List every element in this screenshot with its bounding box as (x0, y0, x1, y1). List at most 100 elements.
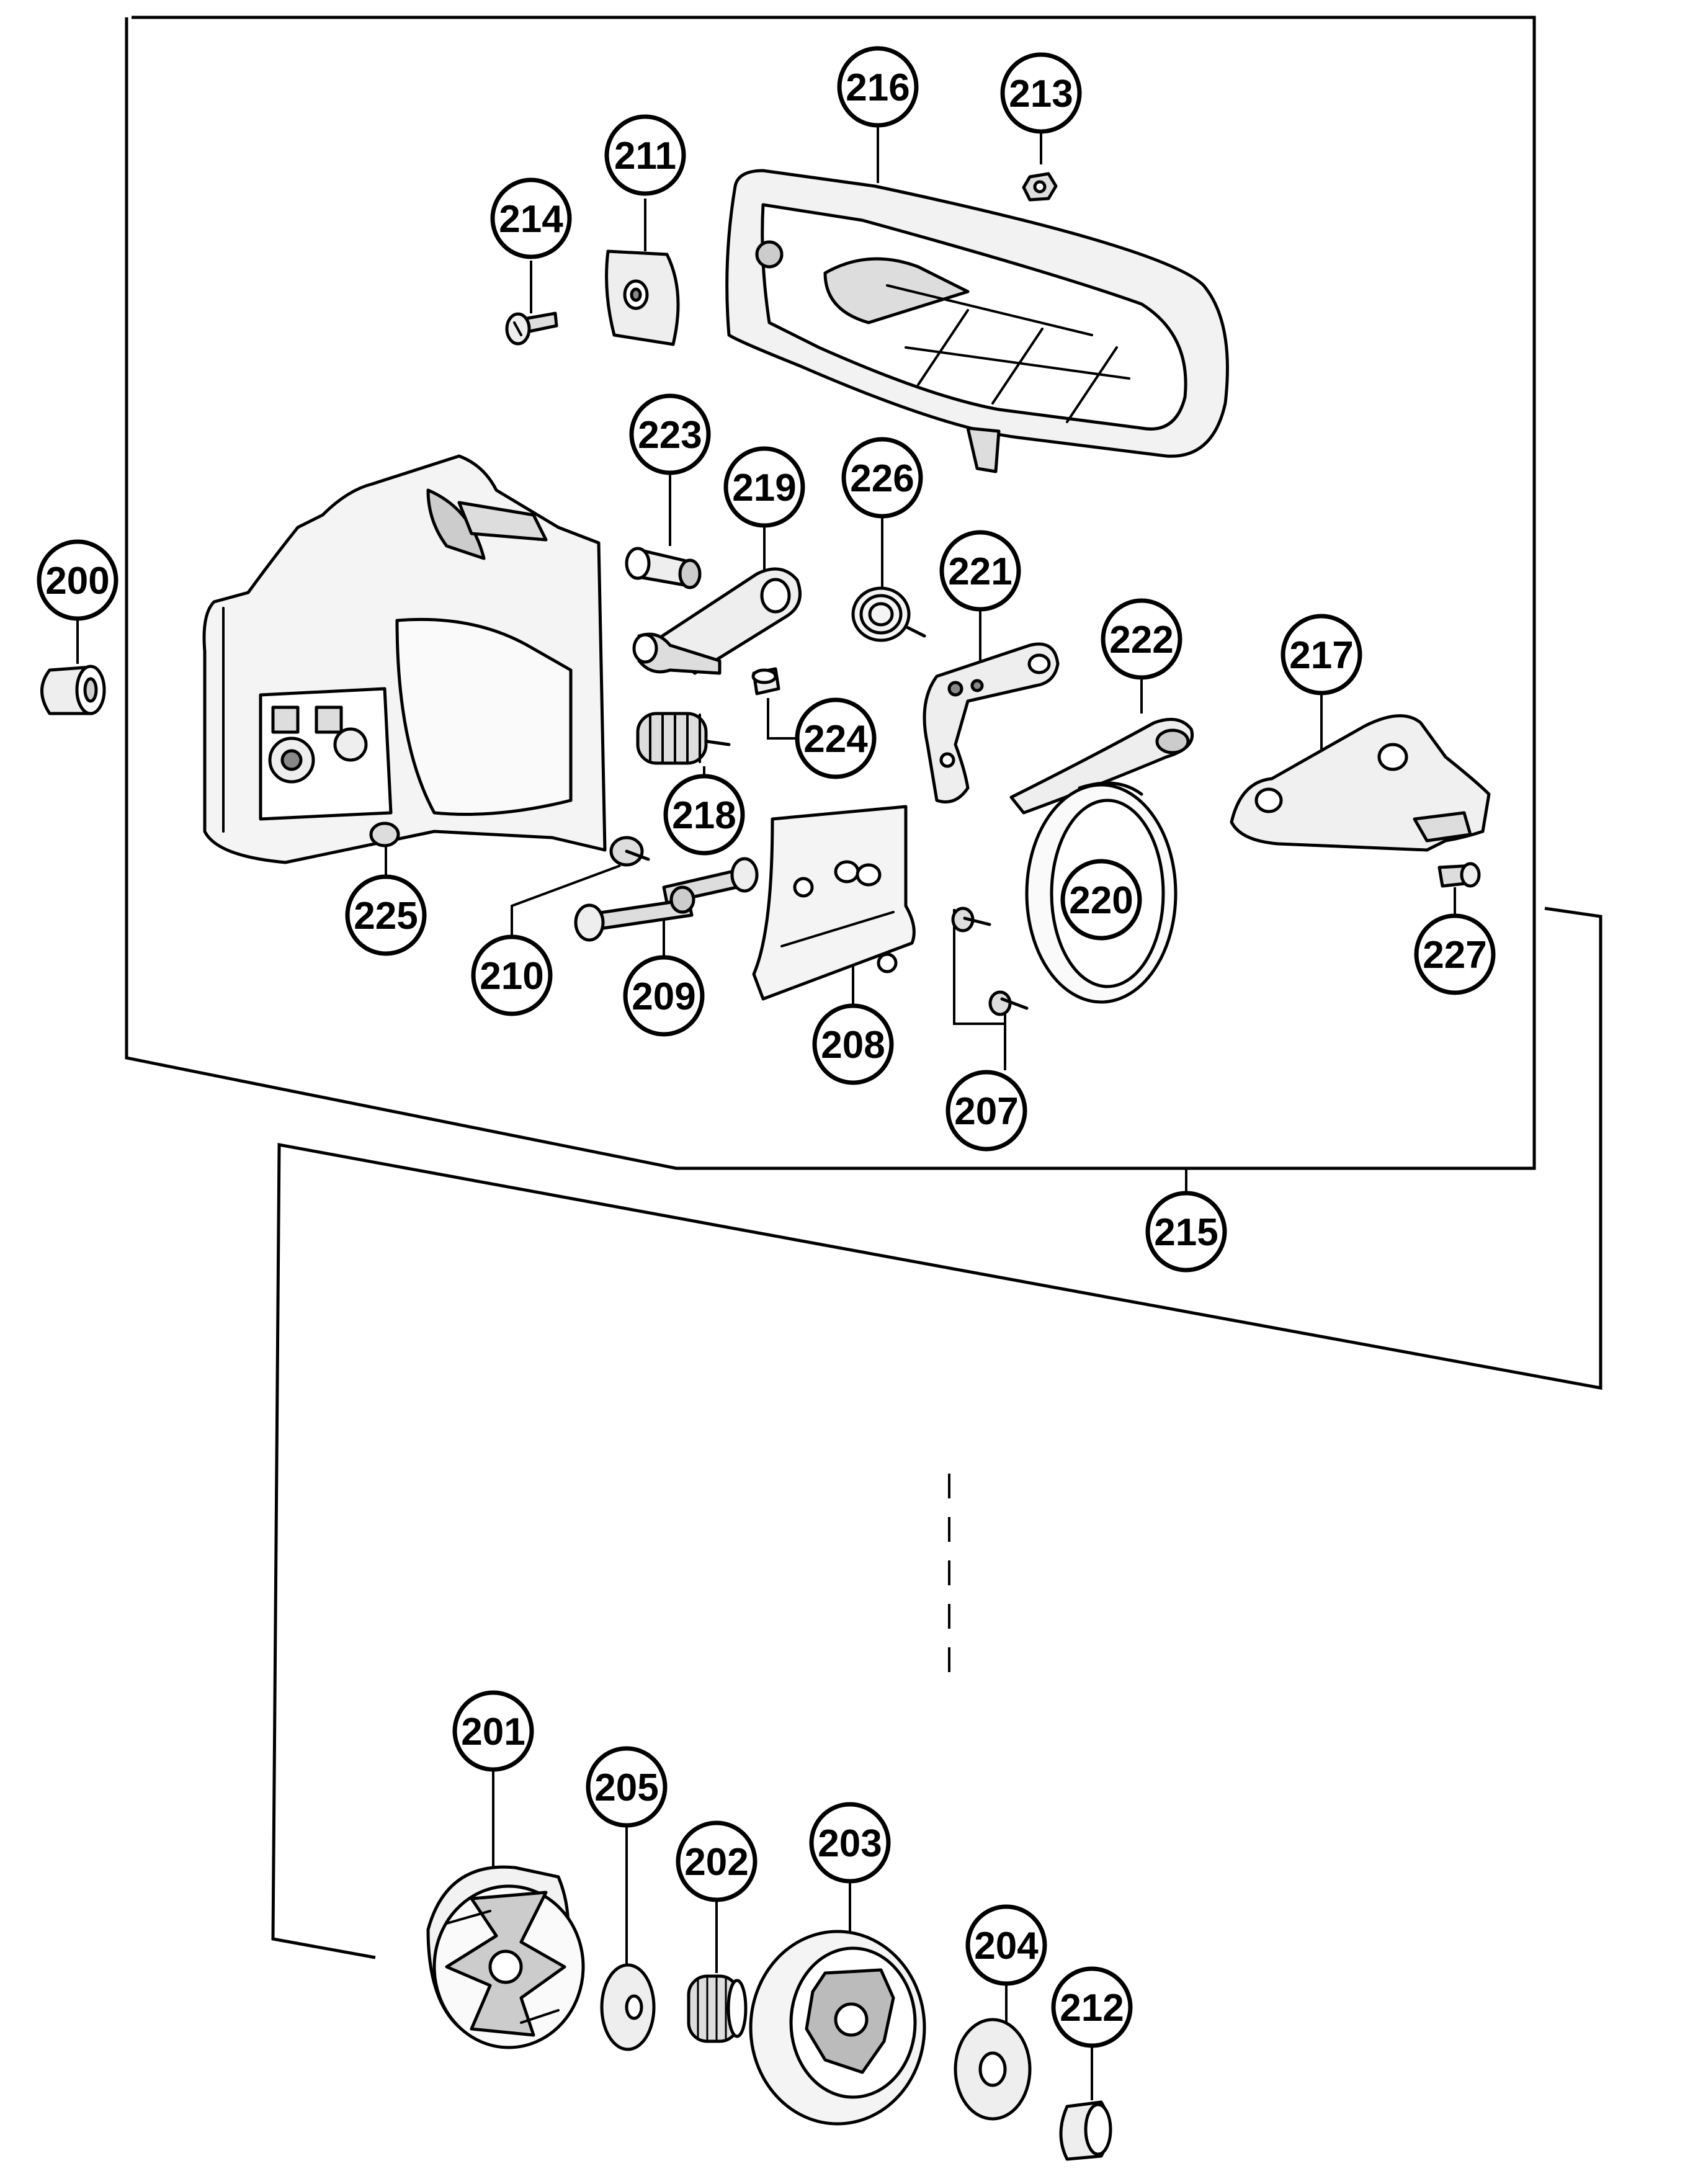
callout-label: 214 (499, 198, 563, 241)
callout-circle (1060, 859, 1142, 941)
part-214-screw (505, 311, 558, 346)
part-225-housing (202, 454, 607, 864)
leader-lines (76, 115, 1456, 2100)
callout-224: 224 (795, 697, 877, 779)
callout-label: 227 (1423, 934, 1486, 977)
part-209-bolts (574, 857, 759, 942)
part-218-spring (636, 712, 731, 765)
callout-circle (812, 1003, 894, 1085)
callout-225: 225 (345, 874, 427, 956)
part-212-bushing (1059, 2100, 1112, 2161)
part-216-chain-cover (725, 169, 1229, 473)
part-211-clamp (605, 249, 680, 346)
callout-circle (676, 1820, 758, 1902)
part-217-pivot-bracket (1230, 714, 1491, 852)
callout-circle (623, 955, 705, 1037)
part-223-sleeve (625, 547, 702, 589)
callout-215: 215 (1145, 1191, 1227, 1273)
part-219-lever (632, 567, 802, 675)
callout-223: 223 (629, 393, 711, 475)
assembly-group-lines (125, 16, 1602, 1959)
callout-circle (471, 934, 553, 1016)
callout-200: 200 (37, 539, 118, 621)
callout-227: 227 (1414, 913, 1496, 995)
callout-circle (809, 1802, 891, 1884)
callout-214: 214 (490, 177, 572, 259)
callout-label: 209 (632, 975, 695, 1018)
callout-label: 207 (954, 1090, 1018, 1133)
callout-circle (837, 46, 919, 128)
callout-label: 203 (818, 1822, 882, 1865)
callout-201: 201 (452, 1690, 534, 1772)
callout-label: 216 (846, 66, 910, 109)
part-204-washer (954, 2018, 1032, 2121)
leader-210 (511, 864, 621, 937)
callout-205: 205 (586, 1746, 668, 1828)
callout-label: 205 (594, 1766, 658, 1809)
callout-label: 202 (684, 1841, 748, 1884)
part-201-clutch (426, 1865, 585, 2049)
callout-207: 207 (945, 1070, 1027, 1152)
callout-label: 226 (850, 457, 914, 500)
callout-circle (1281, 614, 1362, 696)
callout-label: 213 (1009, 73, 1073, 115)
callout-216: 216 (837, 46, 919, 128)
callout-label: 217 (1289, 634, 1353, 677)
callout-204: 204 (965, 1904, 1047, 1986)
callout-220: 220 (1060, 859, 1142, 941)
callout-circle (1414, 913, 1496, 995)
callout-circle (345, 874, 427, 956)
callout-circle (841, 437, 923, 519)
callout-circle (965, 1904, 1047, 1986)
callout-circle (939, 530, 1021, 612)
callout-label: 211 (614, 135, 676, 177)
callout-circle (629, 393, 711, 475)
callout-circle (604, 114, 686, 196)
callout-221: 221 (939, 530, 1021, 612)
callout-label: 225 (354, 895, 418, 938)
part-203-drum-sprocket (749, 1930, 926, 2126)
callout-circle (452, 1690, 534, 1772)
leader-207 (953, 909, 1006, 1070)
callout-210: 210 (471, 934, 553, 1016)
callout-219: 219 (723, 446, 805, 528)
callout-226: 226 (841, 437, 923, 519)
callout-circle (945, 1070, 1027, 1152)
upper-group-frame (125, 16, 1536, 1170)
callout-label: 200 (45, 560, 109, 602)
callout-circle (663, 774, 745, 856)
callout-label: 224 (803, 718, 868, 761)
callout-circle (1051, 1966, 1133, 2048)
part-226-spring (851, 586, 926, 642)
callout-label: 219 (732, 467, 796, 509)
callout-209: 209 (623, 955, 705, 1037)
part-drawings (40, 169, 1491, 2161)
callout-label: 201 (461, 1711, 525, 1753)
part-207-screws (951, 906, 1029, 1016)
leader-224 (767, 698, 797, 740)
part-205-washer (600, 1963, 656, 2051)
callout-202: 202 (676, 1820, 758, 1902)
callout-label: 212 (1060, 1987, 1124, 2030)
part-221-brake-lever (923, 642, 1060, 803)
callout-label: 220 (1069, 879, 1133, 922)
callout-211: 211 (604, 114, 686, 196)
part-200-bushing (40, 665, 106, 715)
callout-213: 213 (1000, 52, 1082, 134)
callout-212: 212 (1051, 1966, 1133, 2048)
callout-label: 222 (1109, 619, 1173, 661)
callout-label: 204 (974, 1925, 1039, 1967)
callout-circle (1145, 1191, 1227, 1273)
part-224-pin (751, 667, 780, 696)
callout-label: 218 (672, 794, 736, 837)
callout-label: 210 (480, 955, 543, 998)
callout-circle (586, 1746, 668, 1828)
callout-203: 203 (809, 1802, 891, 1884)
callout-circle (723, 446, 805, 528)
callout-circle (490, 177, 572, 259)
callout-218: 218 (663, 774, 745, 856)
part-208-guide-plate (752, 805, 916, 1001)
callout-circle (37, 539, 118, 621)
callout-circle (1000, 52, 1082, 134)
